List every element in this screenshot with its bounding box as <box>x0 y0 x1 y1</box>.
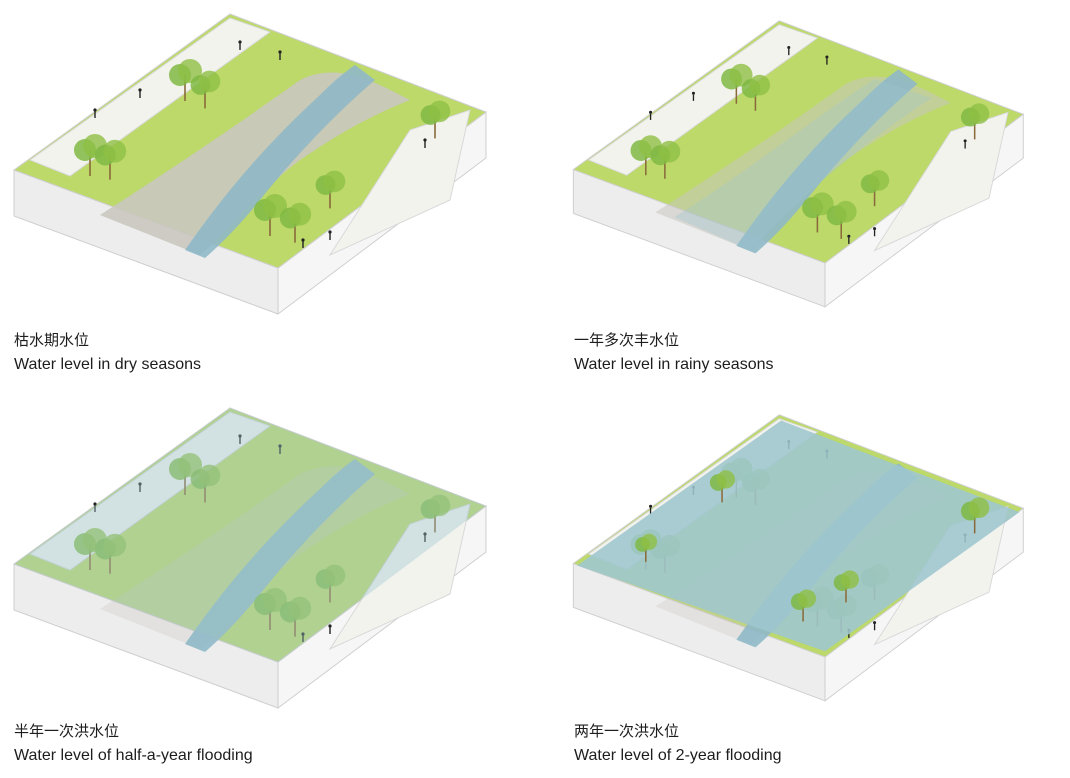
caption-en: Water level of 2-year flooding <box>574 745 782 767</box>
caption-en: Water level in dry seasons <box>14 354 201 376</box>
panel-rainy-season: 一年多次丰水位 Water level in rainy seasons <box>560 0 1070 389</box>
block-diagram-two-year-flood <box>560 389 1070 719</box>
caption-zh: 一年多次丰水位 <box>574 330 774 350</box>
block-diagram-rainy-season <box>560 0 1070 320</box>
landscape-block <box>14 408 486 708</box>
caption-rainy-season: 一年多次丰水位 Water level in rainy seasons <box>574 330 774 376</box>
caption-zh: 枯水期水位 <box>14 330 201 350</box>
block-diagram-half-year-flood <box>0 389 535 719</box>
caption-zh: 半年一次洪水位 <box>14 721 253 741</box>
caption-en: Water level in rainy seasons <box>574 354 774 376</box>
caption-zh: 两年一次洪水位 <box>574 721 782 741</box>
panel-half-year-flood: 半年一次洪水位 Water level of half-a-year flood… <box>0 389 535 778</box>
caption-en: Water level of half-a-year flooding <box>14 745 253 767</box>
caption-two-year-flood: 两年一次洪水位 Water level of 2-year flooding <box>574 721 782 767</box>
caption-half-year-flood: 半年一次洪水位 Water level of half-a-year flood… <box>14 721 253 767</box>
panel-dry-season: 枯水期水位 Water level in dry seasons <box>0 0 535 389</box>
caption-dry-season: 枯水期水位 Water level in dry seasons <box>14 330 201 376</box>
landscape-block <box>573 21 1023 307</box>
landscape-block <box>573 415 1023 701</box>
block-diagram-dry-season <box>0 0 535 320</box>
panel-two-year-flood: 两年一次洪水位 Water level of 2-year flooding <box>560 389 1070 778</box>
landscape-block <box>14 14 486 314</box>
